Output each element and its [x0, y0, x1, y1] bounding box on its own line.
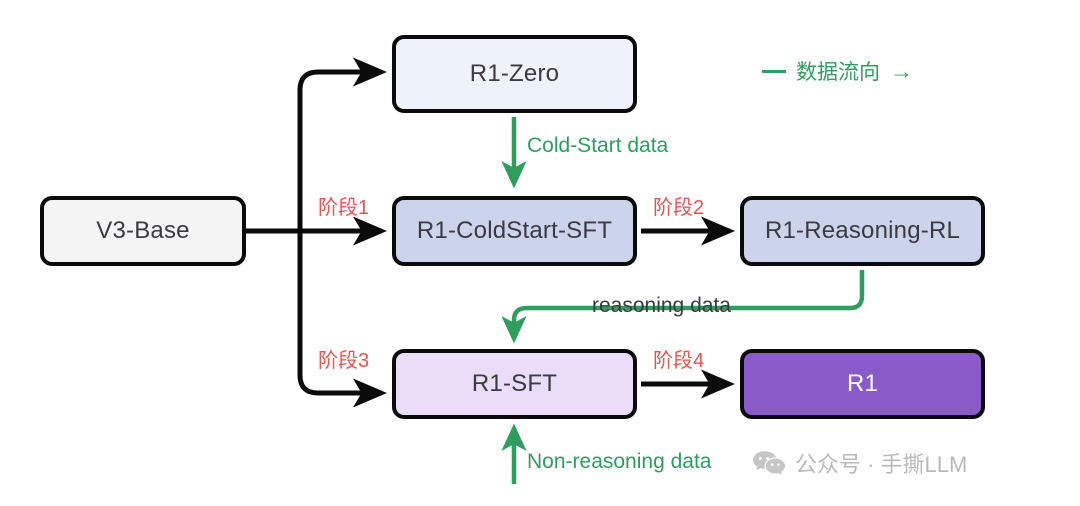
watermark: 公众号 · 手撕LLM — [752, 447, 967, 479]
node-r1-coldstart-sft-label: R1-ColdStart-SFT — [416, 217, 613, 244]
legend: 数据流向 → — [762, 56, 913, 86]
node-r1-sft-label: R1-SFT — [471, 370, 558, 397]
node-r1-reasoning-rl[interactable]: R1-Reasoning-RL — [740, 196, 985, 266]
flow-label-cold-start-data: Cold-Start data — [527, 134, 669, 157]
node-r1[interactable]: R1 — [740, 349, 985, 419]
flow-label-reasoning-data: reasoning data — [592, 294, 731, 317]
wechat-icon — [752, 450, 786, 476]
stage-label-1: 阶段1 — [318, 197, 370, 219]
stage-label-3: 阶段3 — [318, 350, 370, 372]
node-r1-zero-label: R1-Zero — [469, 60, 560, 87]
edge-v3base-to-r1sft — [297, 231, 388, 408]
dash-icon — [762, 69, 786, 73]
node-v3-base[interactable]: V3-Base — [40, 196, 246, 266]
arrow-right-icon: → — [890, 57, 913, 84]
node-v3-base-label: V3-Base — [96, 217, 190, 244]
node-r1-zero[interactable]: R1-Zero — [392, 35, 637, 113]
watermark-label: 公众号 · 手撕LLM — [795, 452, 968, 477]
stage-label-4: 阶段4 — [653, 350, 705, 372]
node-r1-sft[interactable]: R1-SFT — [392, 349, 637, 419]
edge-reasoning-rl-to-r1sft-green — [501, 270, 865, 344]
node-r1-label: R1 — [846, 370, 879, 397]
node-r1-coldstart-sft[interactable]: R1-ColdStart-SFT — [392, 196, 637, 266]
node-r1-reasoning-rl-label: R1-Reasoning-RL — [764, 217, 961, 244]
legend-label: 数据流向 — [796, 61, 880, 84]
flow-label-non-reasoning-data: Non-reasoning data — [527, 450, 712, 473]
edge-v3base-to-r1zero — [297, 57, 388, 231]
stage-label-2: 阶段2 — [653, 197, 705, 219]
